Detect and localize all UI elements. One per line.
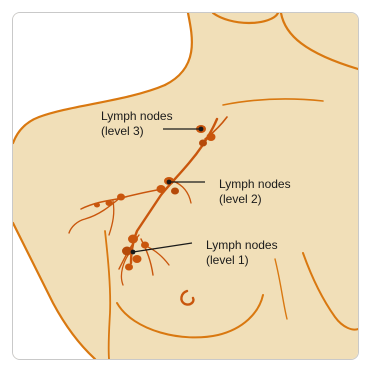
node-level3-c [199,140,207,147]
label-level-3-title: Lymph nodes [101,109,173,124]
node-level1-b [122,247,132,256]
label-level-2-subtitle: (level 2) [219,192,291,207]
node-level1-a [128,235,138,244]
label-level-3: Lymph nodes (level 3) [101,109,173,139]
label-level-1-title: Lymph nodes [206,238,278,253]
anatomy-illustration [13,13,358,359]
node-level3-b [207,133,216,141]
node-side-c [94,203,100,208]
node-side-a [117,194,125,201]
node-level1-e [141,242,149,249]
node-level1-d [125,264,133,271]
label-level-1: Lymph nodes (level 1) [206,238,278,268]
node-level2-c [171,188,179,195]
leader-dot-level1 [131,250,136,255]
label-level-1-subtitle: (level 1) [206,253,278,268]
diagram-panel: Lymph nodes (level 3) Lymph nodes (level… [12,12,359,360]
leader-dot-level3 [199,127,204,132]
leader-dot-level2 [167,180,172,185]
label-level-2: Lymph nodes (level 2) [219,177,291,207]
node-level2-b [157,185,166,193]
node-level1-c [133,255,142,263]
node-side-b [106,200,113,206]
label-level-3-subtitle: (level 3) [101,124,173,139]
label-level-2-title: Lymph nodes [219,177,291,192]
